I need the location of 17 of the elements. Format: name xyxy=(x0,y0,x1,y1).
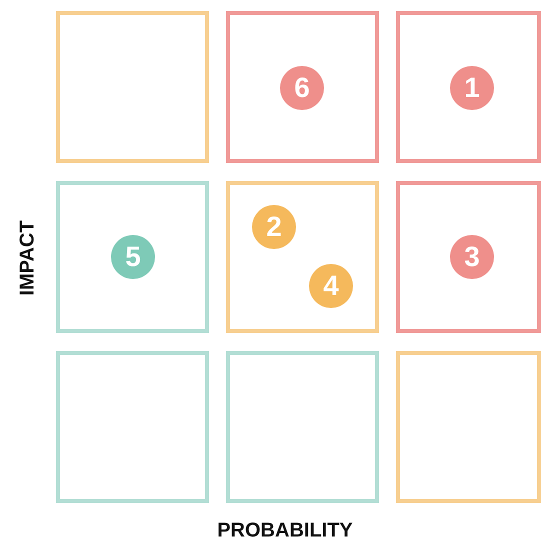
risk-cell xyxy=(396,11,541,163)
risk-cell xyxy=(396,351,541,503)
risk-marker: 1 xyxy=(450,66,494,110)
risk-cell xyxy=(396,181,541,333)
risk-cell xyxy=(226,351,379,503)
risk-cell xyxy=(56,351,209,503)
risk-marker: 6 xyxy=(280,66,324,110)
risk-cell xyxy=(56,11,209,163)
risk-marker: 4 xyxy=(309,264,353,308)
risk-cell xyxy=(226,11,379,163)
risk-marker: 2 xyxy=(252,205,296,249)
risk-cell xyxy=(56,181,209,333)
risk-cell xyxy=(226,181,379,333)
risk-marker: 5 xyxy=(111,235,155,279)
axis-label: IMPACT xyxy=(16,220,40,296)
axis-label: PROBABILITY xyxy=(217,520,353,542)
risk-marker: 3 xyxy=(450,235,494,279)
